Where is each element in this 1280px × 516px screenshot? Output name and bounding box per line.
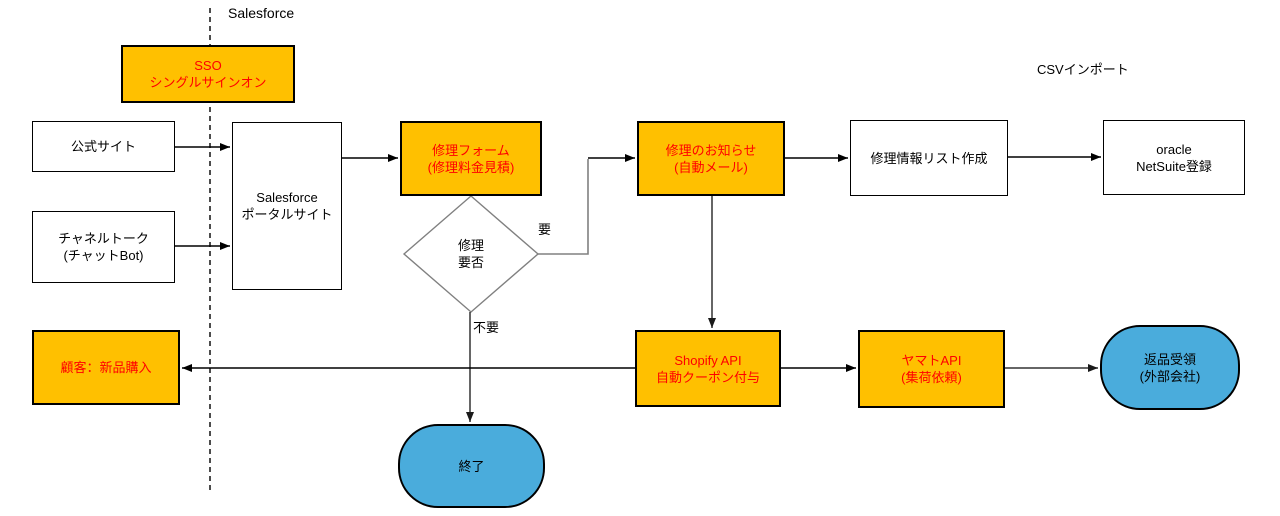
decision-diamond-shape <box>402 195 540 313</box>
node-return-receipt: 返品受領 (外部会社) <box>1100 325 1240 410</box>
node-customer-new-purchase: 顧客：新品購入 <box>32 330 180 405</box>
edge-label-no: 不要 <box>473 320 500 335</box>
node-repair-info-list: 修理情報リスト作成 <box>850 120 1008 196</box>
node-sso: SSO シングルサインオン <box>121 45 295 103</box>
node-yamato-api: ヤマトAPI (集荷依頼) <box>858 330 1005 408</box>
node-salesforce-portal: Salesforce ポータルサイト <box>232 122 342 290</box>
node-repair-notice: 修理のお知らせ (自動メール) <box>637 121 785 196</box>
node-repair-decision-label: 修理 要否 <box>457 238 484 270</box>
node-end: 終了 <box>398 424 545 508</box>
node-official-site: 公式サイト <box>32 121 175 172</box>
annotation-csv-import: CSVインポート <box>1037 62 1129 77</box>
edge-label-yes: 要 <box>538 222 552 237</box>
swimlane-label-salesforce: Salesforce <box>228 5 295 21</box>
node-channel-talk: チャネルトーク (チャットBot) <box>32 211 175 283</box>
node-shopify-api: Shopify API 自動クーポン付与 <box>635 330 781 407</box>
node-repair-form: 修理フォーム (修理料金見積) <box>400 121 542 196</box>
node-oracle-netsuite: oracle NetSuite登録 <box>1103 120 1245 195</box>
